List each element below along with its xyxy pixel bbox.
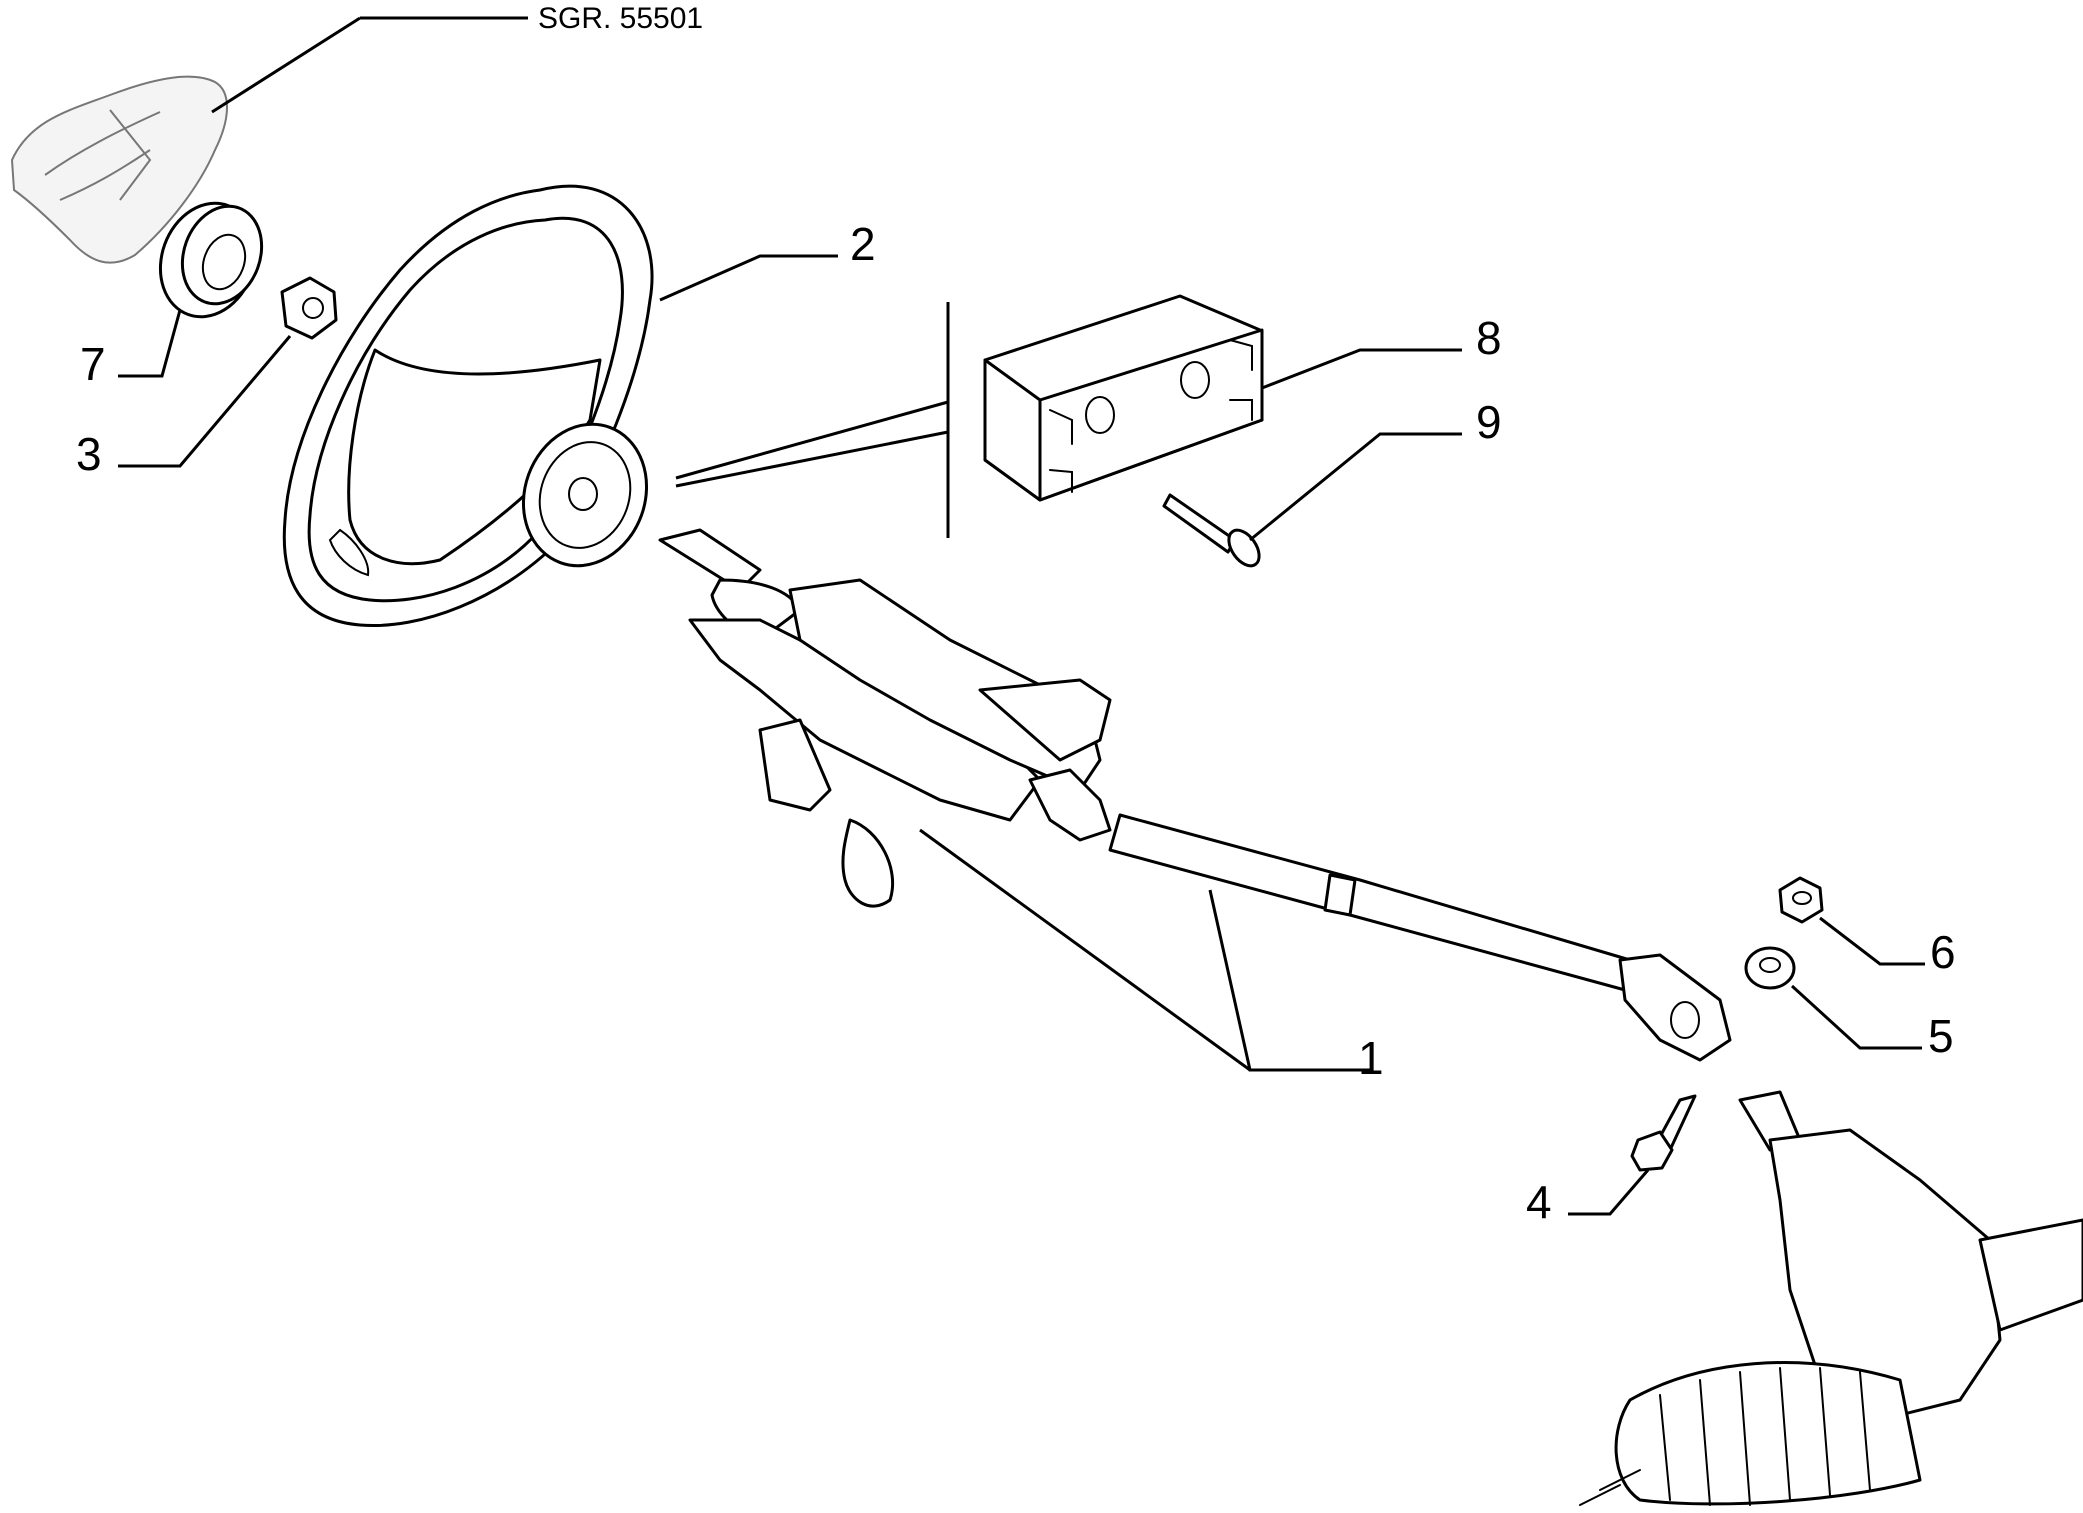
callout-8: 8 — [1476, 312, 1502, 364]
callout-2: 2 — [850, 218, 876, 270]
leader-5 — [1790, 984, 1922, 1050]
mounting-block-part — [983, 294, 1264, 502]
leader-1b — [919, 828, 1251, 1072]
leader-7 — [118, 309, 182, 378]
leader-6 — [1819, 916, 1925, 966]
leader-8 — [1261, 348, 1462, 390]
block-bracket-ticks — [675, 400, 949, 480]
screw-part — [1162, 493, 1261, 568]
callout-5: 5 — [1928, 1010, 1954, 1062]
callout-7: 7 — [80, 338, 106, 390]
washer-part — [1744, 946, 1796, 990]
steering-column-part — [658, 528, 1632, 992]
reference-code: SGR. 55501 — [538, 2, 703, 35]
callout-1: 1 — [1358, 1032, 1384, 1084]
callout-4: 4 — [1526, 1176, 1552, 1228]
callout-3: 3 — [76, 428, 102, 480]
bolt-part — [1630, 1094, 1697, 1172]
leader-3 — [118, 335, 292, 468]
leader-1a — [1208, 889, 1370, 1072]
leader-ref — [211, 16, 361, 114]
universal-joint-part — [1618, 953, 1732, 1062]
ring-part — [158, 201, 264, 319]
leader-4 — [1568, 1169, 1650, 1216]
horn-pad-part — [10, 75, 228, 264]
callout-6: 6 — [1930, 926, 1956, 978]
leader-2 — [659, 254, 838, 302]
leader-9 — [1249, 432, 1462, 542]
nut-6-part — [1778, 876, 1824, 924]
steering-rack-part — [1579, 1090, 2083, 1506]
nut-part — [280, 276, 338, 340]
callout-9: 9 — [1476, 396, 1502, 448]
block-bracket-ticks-2 — [675, 430, 949, 488]
steering-wheel-part — [282, 184, 654, 628]
